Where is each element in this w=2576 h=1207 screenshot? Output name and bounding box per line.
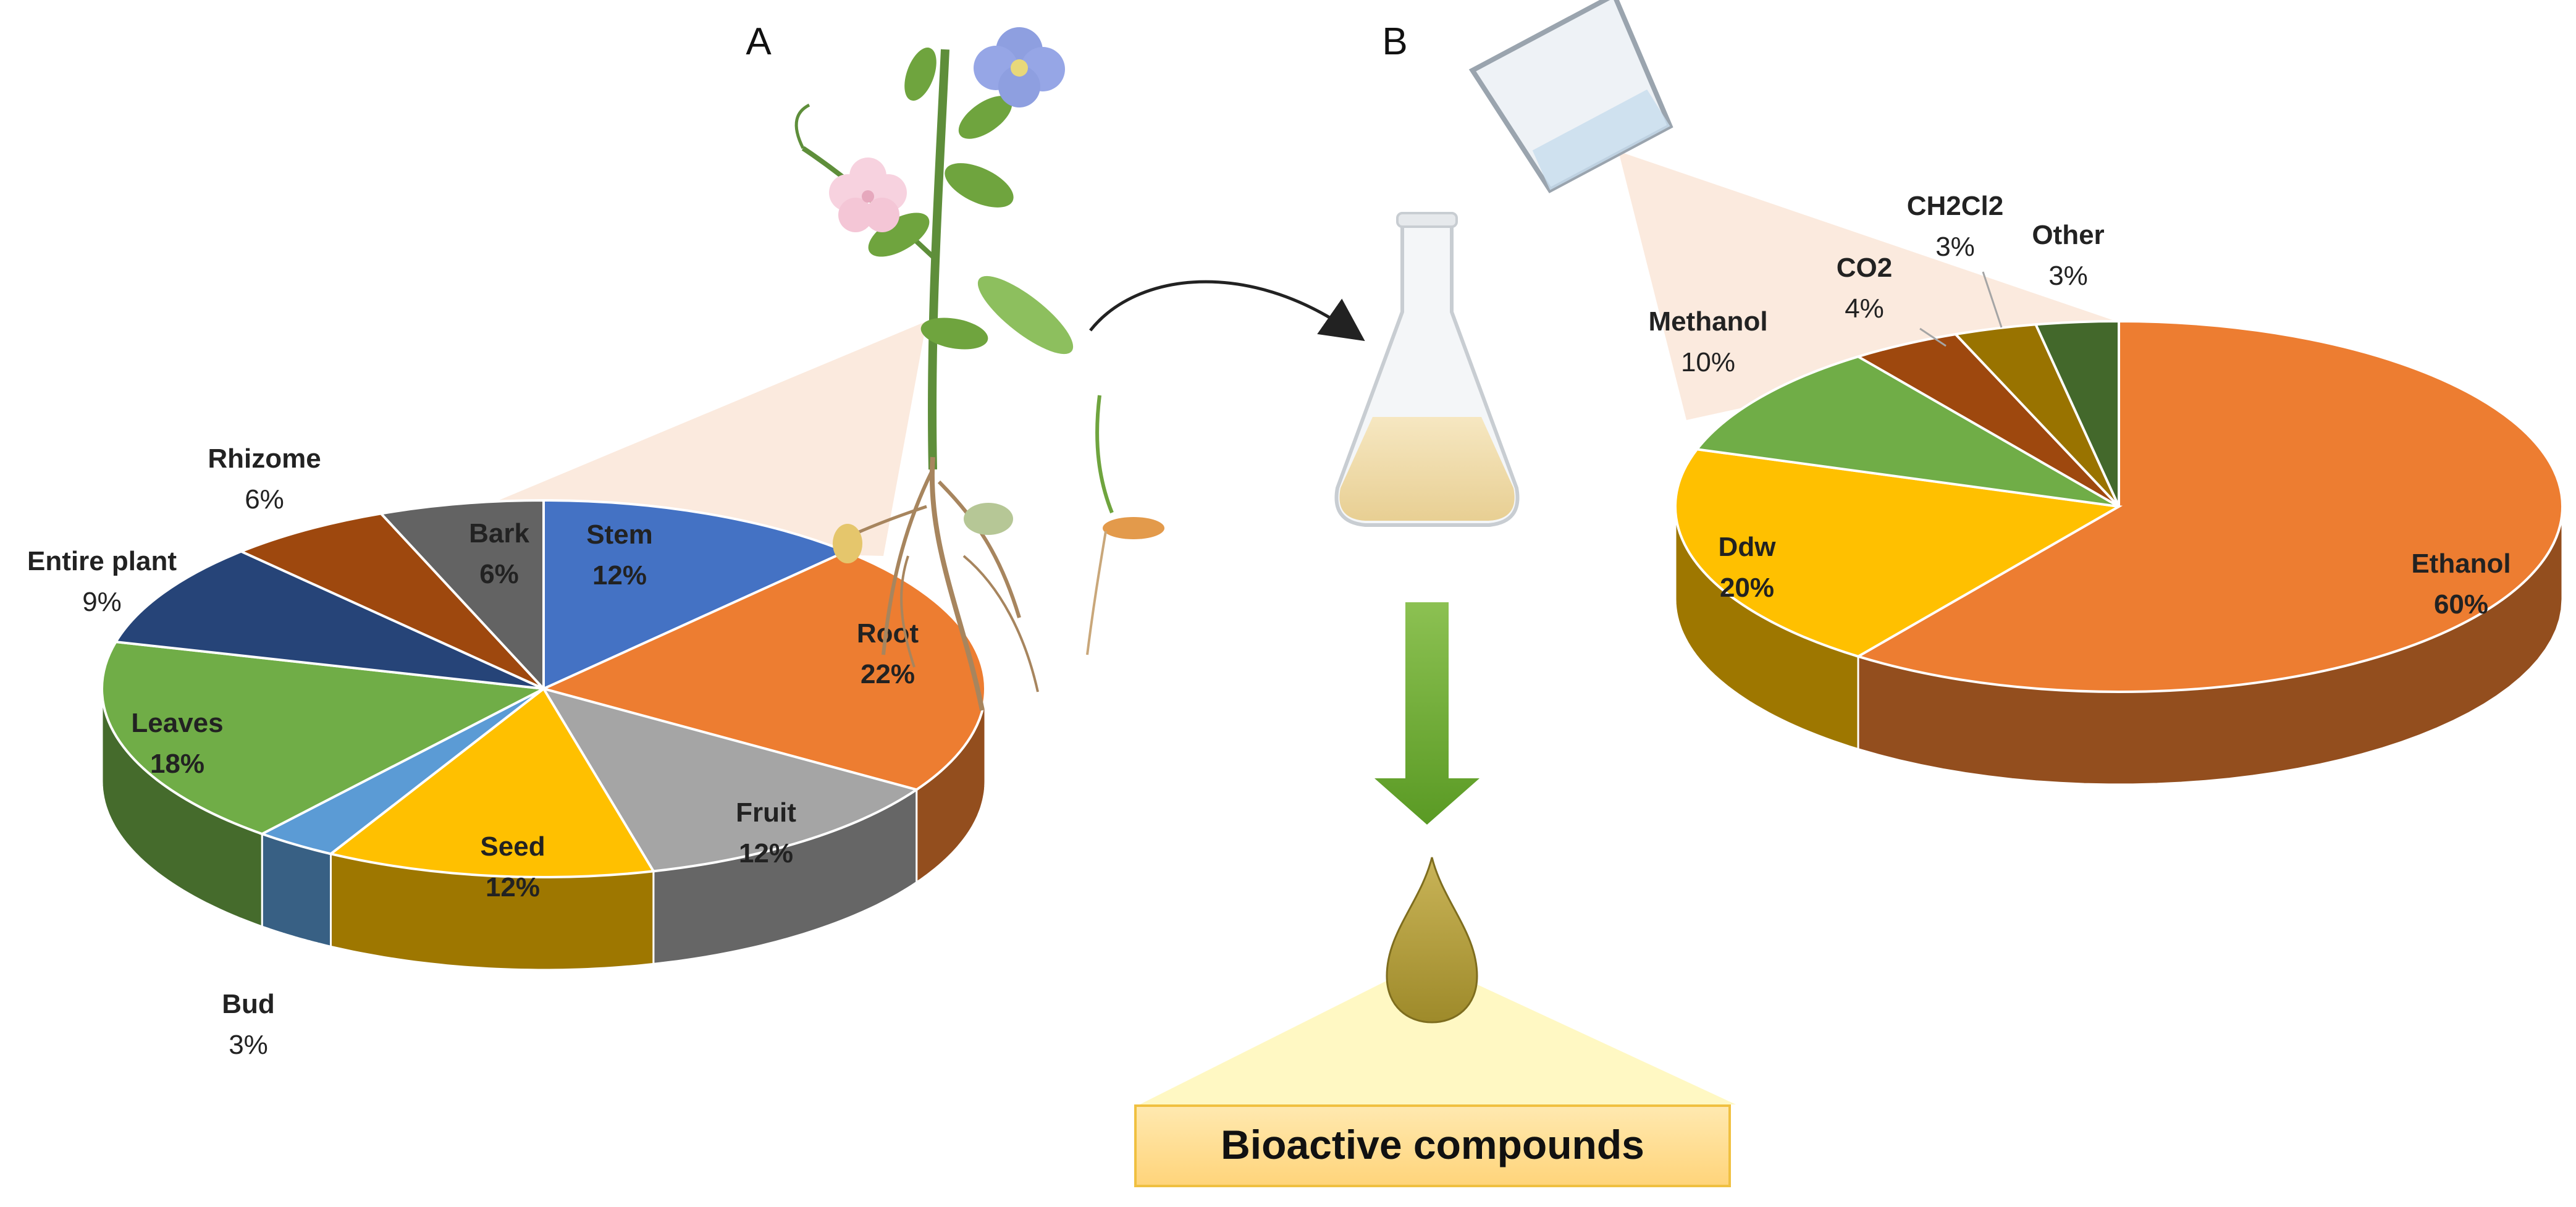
leader-line-ch2cl2 [1982,271,2003,328]
slice-label-fruit: Fruit [736,797,796,828]
slice-value-stem: 12% [592,560,647,591]
pie-slice-other [2034,319,2120,507]
down-arrow-icon [1374,602,1480,825]
beaker-highlight-wedge [1618,151,2125,420]
slice-value-leaves: 18% [150,749,204,779]
bioactive-compounds-label: Bioactive compounds [1221,1122,1644,1167]
leader-line-co2 [1919,327,1947,347]
slice-label-ch2cl2: CH2Cl2 [1907,191,2004,221]
slice-value-methanol: 10% [1681,347,1735,377]
pie-slice-stem [542,498,849,691]
flask-icon [1334,212,1520,527]
beaker-icon [1468,0,1673,193]
pie-chart-plant-parts: Stem12%Root22%Fruit12%Seed12%Bud3%Leaves… [27,444,987,1060]
seedling-seed-icon [1103,517,1164,539]
bioactive-compounds-box [1134,1104,1731,1187]
pink-flower-icon [829,158,907,232]
blue-flower-icon [974,27,1065,107]
slice-label-bud: Bud [222,989,275,1019]
pie-slice-fruit [541,686,920,873]
pie-slice-co2 [1854,332,2120,508]
slice-value-fruit: 12% [739,838,793,868]
pie-slice-seed [327,687,656,878]
slice-label-entire-plant: Entire plant [27,546,177,576]
slice-label-co2: CO2 [1837,253,1892,283]
plant-illustration [794,27,1164,711]
pie-slice-root [540,550,987,791]
slice-value-other: 3% [2048,261,2088,291]
light-beam [1140,970,1736,1104]
pie-slice-leaves [101,640,548,836]
slice-value-bark: 6% [479,559,519,589]
pie-slice-bark [378,498,545,692]
slice-label-other: Other [2032,220,2104,250]
slice-value-bud: 3% [229,1030,268,1060]
slice-label-ethanol: Ethanol [2411,549,2511,579]
slice-label-leaves: Leaves [131,708,223,738]
slice-value-root: 22% [861,659,915,689]
pie-slice-ddw [1673,448,2123,658]
plant-highlight-wedge [395,321,927,556]
slice-label-bark: Bark [469,518,529,549]
slice-label-rhizome: Rhizome [208,444,321,474]
slice-value-co2: 4% [1845,293,1884,324]
slice-label-ddw: Ddw [1719,532,1777,562]
slice-label-methanol: Methanol [1648,306,1767,337]
slice-value-entire-plant: 9% [82,587,122,617]
slice-value-ddw: 20% [1720,573,1774,603]
pie-chart-solvents: Ethanol 60% Ddw 20% Methanol 10% CO2 4% CH2Cl2 3%… [1648,191,2564,786]
curved-arrow-icon [1089,280,1365,342]
panel-label-a: A [746,20,772,63]
slice-value-ethanol: 60% [2434,589,2488,620]
panel-label-b: B [1382,20,1407,63]
drop-icon [1386,857,1478,1024]
slice-value-rhizome: 6% [245,484,284,515]
pod-icon [964,503,1013,535]
pie-slice-entire-plant [114,550,544,690]
pie-slice-methanol [1694,355,2119,508]
slice-value-ch2cl2: 3% [1935,232,1975,262]
pie-slice-ethanol [1854,319,2564,693]
seed-icon [833,524,862,563]
slice-label-seed: Seed [480,831,545,862]
slice-value-seed: 12% [486,872,540,902]
slice-label-stem: Stem [586,519,653,550]
pie-slice-rhizome [238,512,545,690]
